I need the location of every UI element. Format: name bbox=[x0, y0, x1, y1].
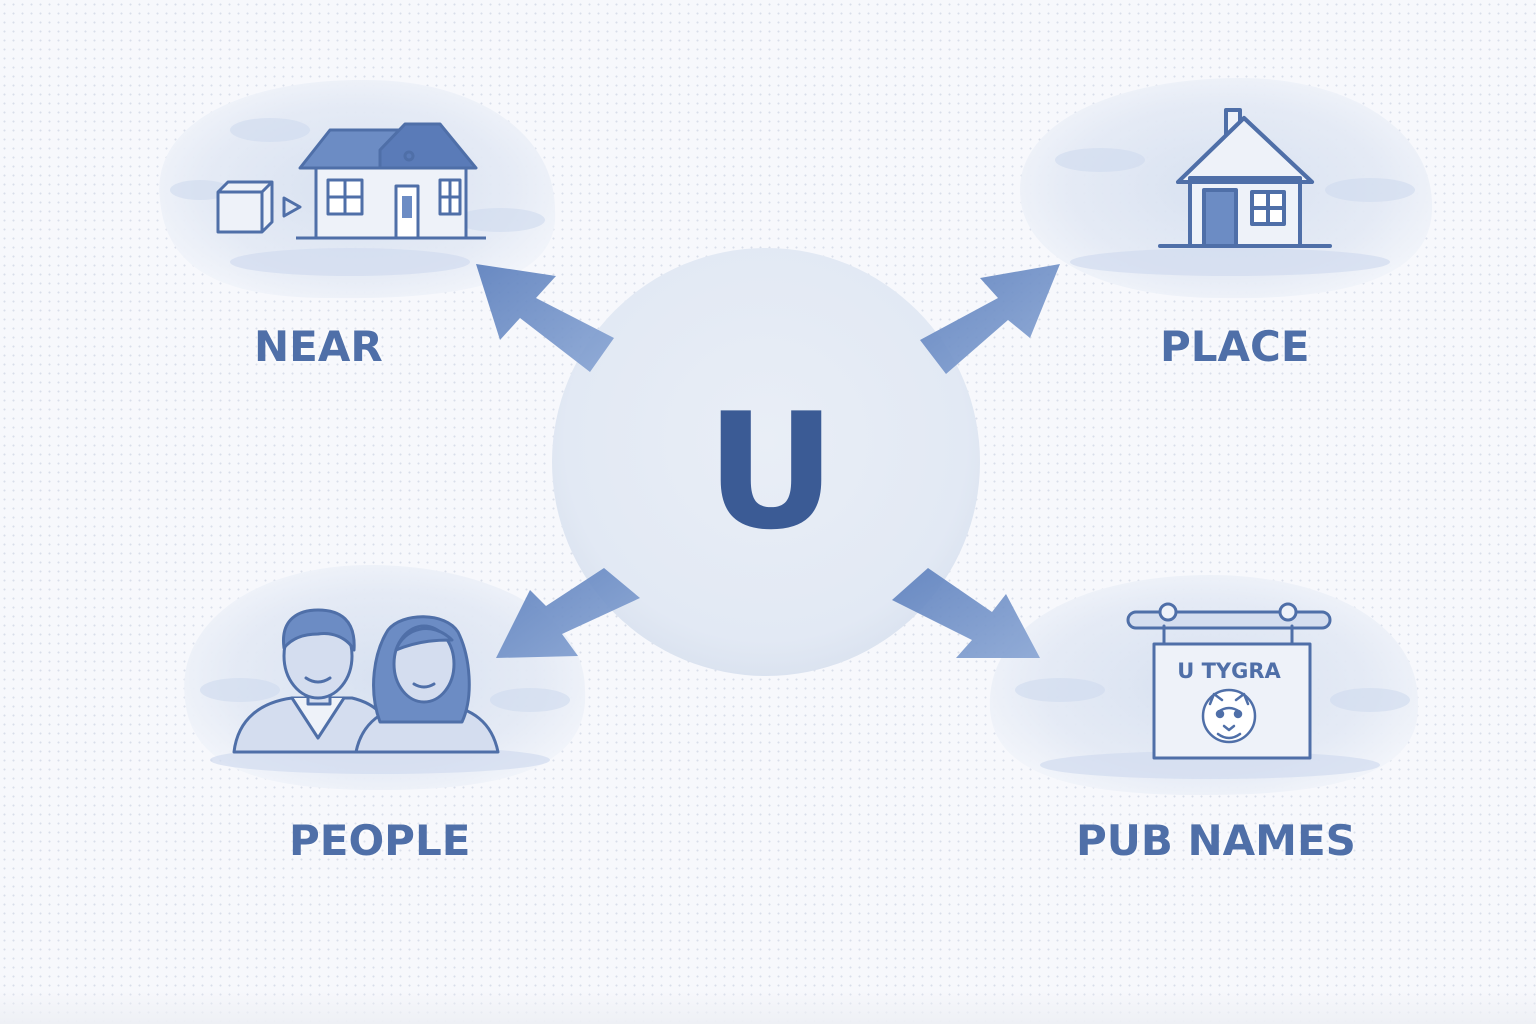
pub-sign-icon bbox=[1126, 602, 1332, 760]
center-circle bbox=[552, 248, 980, 676]
arrow-to-near bbox=[476, 264, 614, 372]
node-label-near: NEAR bbox=[254, 322, 383, 371]
node-label-pub-names: PUB NAMES bbox=[1076, 816, 1356, 865]
node-label-place: PLACE bbox=[1160, 322, 1310, 371]
tiger-head-icon bbox=[1201, 688, 1257, 744]
center-letter: U bbox=[706, 378, 836, 565]
people-icon bbox=[232, 608, 500, 754]
house-icon bbox=[1158, 108, 1332, 248]
arrow-to-place bbox=[920, 264, 1060, 374]
house-with-cube-icon bbox=[216, 122, 486, 240]
arrow-to-people bbox=[496, 568, 640, 658]
pub-sign-text: U TYGRA bbox=[1177, 659, 1281, 683]
bottom-band bbox=[0, 990, 1536, 1024]
arrow-to-pub bbox=[892, 568, 1040, 658]
node-label-people: PEOPLE bbox=[289, 816, 471, 865]
